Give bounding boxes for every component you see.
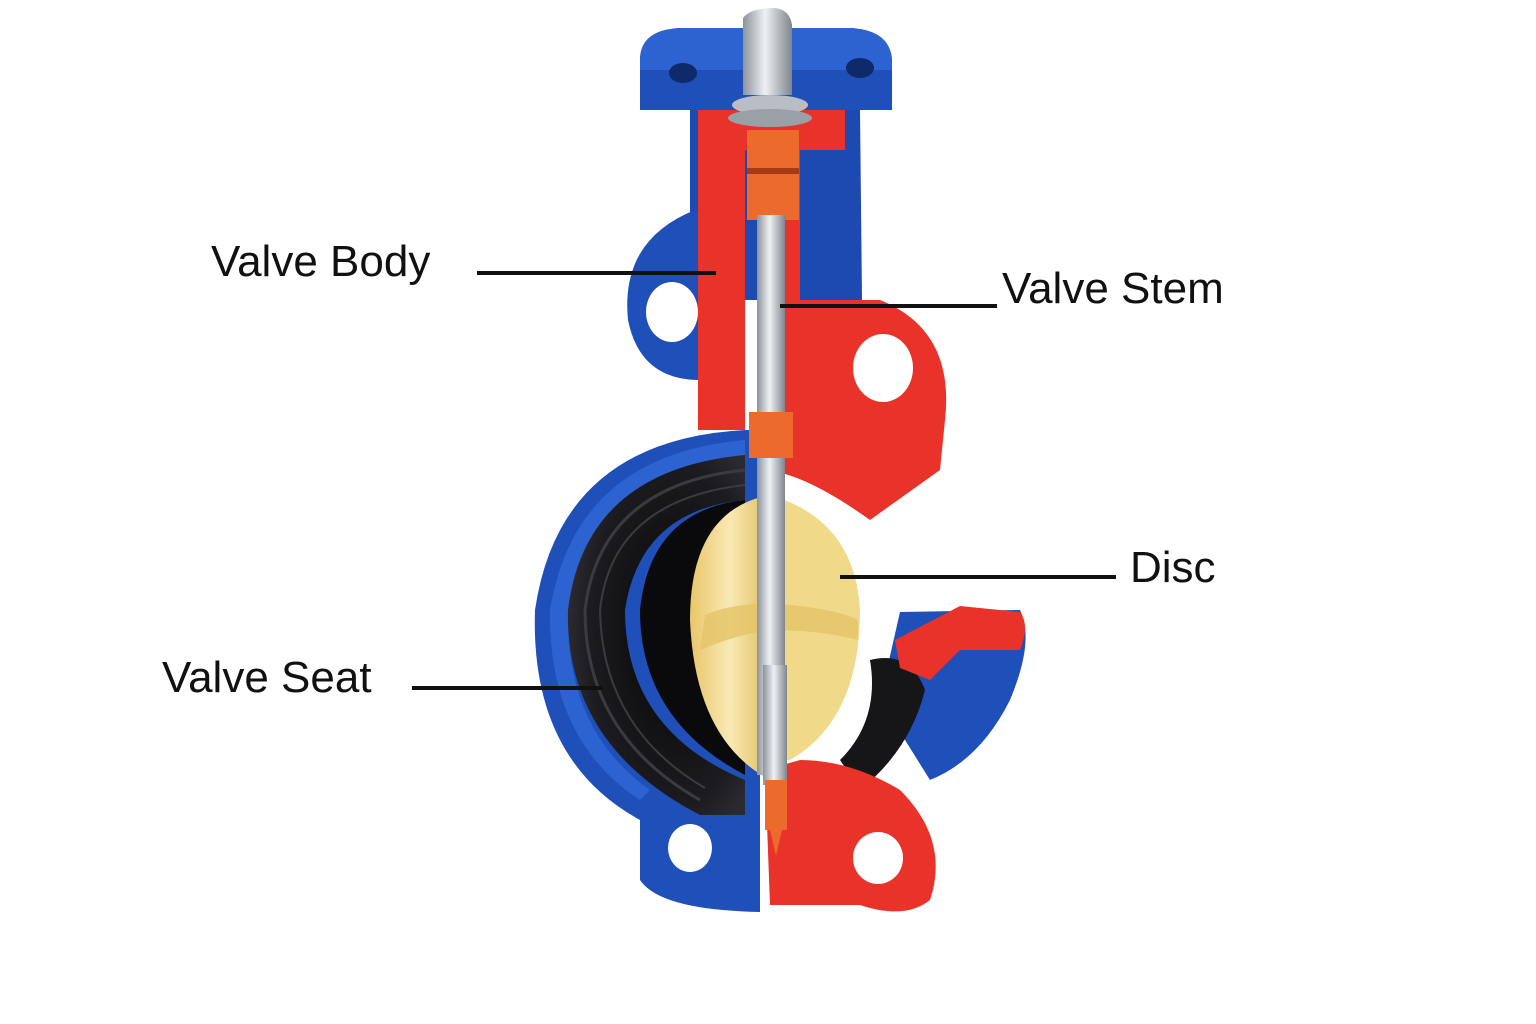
bolt-hole-icon: [668, 824, 712, 872]
bolt-hole-icon: [669, 63, 697, 83]
bolt-hole-icon: [853, 334, 913, 402]
valve-seat-label: Valve Seat: [162, 653, 372, 702]
bolt-hole-icon: [846, 58, 874, 78]
leader-lines: [412, 271, 1116, 690]
bolt-hole-icon: [646, 282, 698, 342]
bolt-hole-icon: [853, 832, 903, 884]
disc-label: Disc: [1130, 543, 1216, 592]
valve-stem-label: Valve Stem: [1002, 264, 1224, 313]
disc: [690, 495, 860, 780]
valve-stem: [728, 8, 812, 856]
valve-body-label: Valve Body: [211, 237, 431, 286]
